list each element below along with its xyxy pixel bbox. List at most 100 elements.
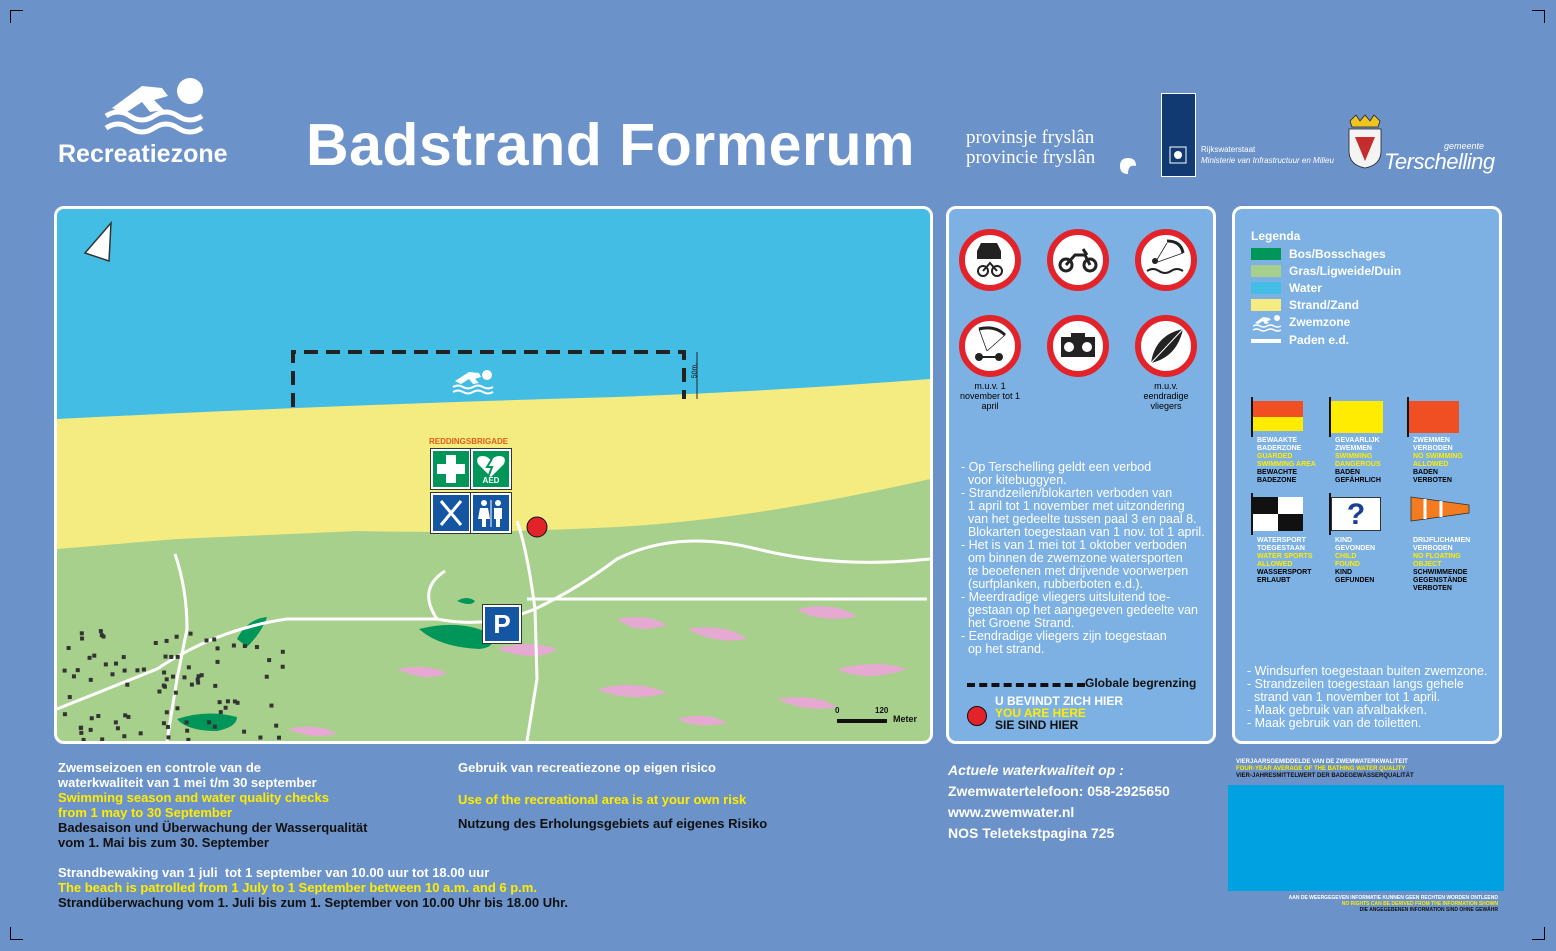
boundary-legend-line bbox=[967, 683, 1085, 687]
sea-area bbox=[57, 209, 930, 424]
risk-de: Nutzung des Erholungsgebiets auf eigenes… bbox=[458, 816, 768, 831]
flag-yellow-half bbox=[1253, 417, 1303, 431]
disclaimer-de: DIE ANGEGEBENEN INFORMATION SIND OHNE GE… bbox=[1359, 907, 1498, 913]
you-are-here-marker bbox=[526, 516, 548, 538]
here-de: SIE SIND HIER bbox=[995, 718, 1079, 732]
scale-unit: Meter bbox=[893, 714, 918, 724]
dune-patch bbox=[497, 644, 557, 656]
house-marker bbox=[96, 714, 101, 719]
province-leaf-icon bbox=[1120, 158, 1136, 174]
house-marker bbox=[196, 674, 201, 679]
flag-pole bbox=[1329, 397, 1331, 437]
season-en: from 1 may to 30 September bbox=[58, 805, 233, 820]
flag-nl: WATERSPORT bbox=[1257, 537, 1306, 544]
scale-zero: 0 bbox=[835, 706, 840, 715]
flag-de: BADEN bbox=[1335, 469, 1360, 476]
legend-label: Strand/Zand bbox=[1289, 298, 1360, 312]
house-marker bbox=[103, 662, 108, 667]
boundary-label: Globale begrenzing bbox=[1085, 676, 1197, 690]
legend-title: Legenda bbox=[1251, 229, 1301, 243]
province-logo: provinsje fryslân provincie fryslân bbox=[966, 128, 1136, 174]
road bbox=[57, 607, 536, 711]
house-marker bbox=[164, 677, 169, 682]
note-line: - Windsurfen toegestaan buiten zwemzone. bbox=[1247, 664, 1488, 678]
crop-mark-top-right bbox=[1532, 10, 1545, 23]
patrol-de: Strandüberwachung vom 1. Juli bis zum 1.… bbox=[58, 895, 569, 910]
windsock-icon bbox=[1410, 496, 1470, 522]
flag-de: WASSERSPORT bbox=[1257, 569, 1312, 576]
rule-line: voor kitebuggyen. bbox=[961, 473, 1067, 487]
scale-value: 120 bbox=[875, 706, 889, 715]
house-marker bbox=[217, 700, 222, 705]
patrol-nl: Strandbewaking van 1 juli tot 1 septembe… bbox=[58, 865, 490, 880]
house-marker bbox=[113, 720, 118, 725]
house-marker bbox=[100, 737, 105, 741]
rule-line: - Op Terschelling geldt een verbod bbox=[961, 460, 1152, 474]
rws-ministry: Ministerie van Infrastructuur en Milieu bbox=[1201, 156, 1334, 165]
forest-patch bbox=[177, 713, 237, 731]
you-are-here-legend-dot bbox=[967, 706, 987, 726]
house-marker bbox=[218, 710, 223, 715]
quality-website[interactable]: www.zwemwater.nl bbox=[948, 804, 1075, 820]
house-marker bbox=[258, 735, 263, 740]
water-quality-contact: Actuele waterkwaliteit op : Zwemwatertel… bbox=[948, 760, 1170, 844]
flag-en: NO FLOATING bbox=[1413, 553, 1461, 560]
flag-en: GUARDED bbox=[1257, 453, 1293, 460]
house-marker bbox=[67, 695, 72, 700]
legend-label: Zwemzone bbox=[1289, 315, 1351, 329]
rule-line: - Het is van 1 mei tot 1 oktober verbode… bbox=[961, 538, 1187, 552]
house-marker bbox=[141, 667, 146, 672]
rule-line: om binnen de zwemzone watersporten bbox=[961, 551, 1183, 565]
flag-yellow bbox=[1331, 401, 1383, 433]
house-group bbox=[62, 629, 285, 741]
house-marker bbox=[161, 721, 166, 726]
zone-label: Recreatiezone bbox=[58, 140, 228, 168]
house-marker bbox=[165, 724, 170, 729]
house-marker bbox=[81, 737, 86, 741]
house-marker bbox=[215, 659, 220, 664]
house-marker bbox=[79, 631, 84, 636]
house-marker bbox=[184, 720, 189, 725]
flag-en: WATER SPORTS bbox=[1257, 553, 1313, 560]
house-marker bbox=[267, 658, 272, 663]
quality-heading: Actuele waterkwaliteit op : bbox=[948, 762, 1124, 778]
house-marker bbox=[231, 643, 236, 648]
rule-line: het Groene Strand. bbox=[961, 616, 1075, 630]
swimmer-icon bbox=[104, 78, 204, 135]
flag-en: ALLOWED bbox=[1413, 461, 1449, 468]
flag-nl: BADERZONE bbox=[1257, 445, 1302, 452]
house-marker bbox=[204, 638, 209, 643]
house-marker bbox=[157, 689, 162, 694]
house-marker bbox=[123, 713, 128, 718]
rule-line: te beoefenen met drijvende voorwerpen bbox=[961, 564, 1189, 578]
kite-note: m.u.v. 1 november tot 1 april bbox=[959, 381, 1021, 411]
house-marker bbox=[232, 699, 237, 704]
forest-patch bbox=[237, 617, 267, 647]
season-info: Zwemseizoen en controle van de waterkwal… bbox=[58, 760, 367, 850]
house-marker bbox=[163, 654, 168, 659]
kite-flyer-note: m.u.v. eendradige vliegers bbox=[1143, 381, 1189, 411]
house-marker bbox=[195, 677, 200, 682]
flag-nl: VERBODEN bbox=[1413, 545, 1453, 552]
house-marker bbox=[62, 668, 67, 673]
quality-average-heading: VIERJAARSGEMIDDELDE VAN DE ZWEMWATERKWAL… bbox=[1236, 759, 1414, 780]
house-marker bbox=[161, 683, 166, 688]
legend-label: Paden e.d. bbox=[1289, 333, 1350, 347]
house-marker bbox=[122, 668, 127, 673]
house-marker bbox=[196, 680, 201, 685]
legend-swatch bbox=[1251, 265, 1281, 277]
rule-line: - Eendradige vliegers zijn toegestaan bbox=[961, 629, 1167, 643]
house-marker bbox=[99, 633, 104, 638]
flag-pole bbox=[1329, 493, 1331, 535]
flag-de: BADEN bbox=[1413, 469, 1438, 476]
dune-patch bbox=[777, 697, 837, 709]
house-marker bbox=[223, 705, 228, 710]
dune-patch bbox=[687, 627, 747, 641]
house-marker bbox=[280, 649, 285, 654]
house-marker bbox=[264, 674, 269, 679]
house-marker bbox=[113, 661, 118, 666]
rule-line: - Meerdradige vliegers uitsluitend toe- bbox=[961, 590, 1171, 604]
